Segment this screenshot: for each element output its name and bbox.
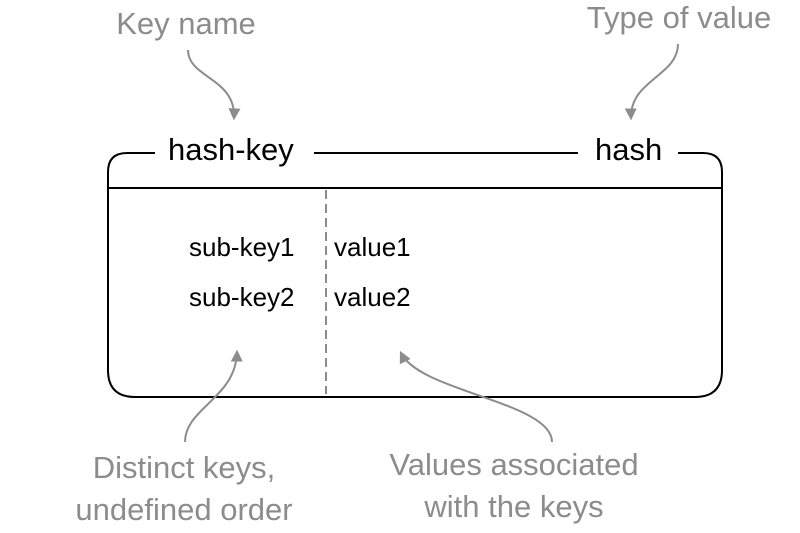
box-top-left-corner <box>107 152 155 188</box>
box-body-outline <box>107 188 723 398</box>
type-of-value-annotation: Type of value <box>587 0 771 35</box>
entry-1-value: value1 <box>334 232 411 262</box>
distinct-keys-annotation-line1: Distinct keys, <box>93 450 276 485</box>
distinct-keys-annotation-line2: undefined order <box>75 492 292 527</box>
values-associated-arrow <box>399 350 553 443</box>
hash-key-label: hash-key <box>168 132 294 167</box>
values-annotation-line1: Values associated <box>389 447 638 482</box>
hash-type-label: hash <box>595 132 662 167</box>
key-name-arrow <box>187 49 241 121</box>
entry-1-key: sub-key1 <box>189 232 295 262</box>
entry-2-value: value2 <box>334 282 411 312</box>
values-annotation-line2: with the keys <box>423 489 603 524</box>
box-top-right-corner <box>678 152 723 188</box>
distinct-keys-arrow <box>184 349 243 443</box>
key-name-annotation: Key name <box>116 6 256 41</box>
type-of-value-arrow <box>624 43 679 121</box>
entry-2-key: sub-key2 <box>189 282 295 312</box>
